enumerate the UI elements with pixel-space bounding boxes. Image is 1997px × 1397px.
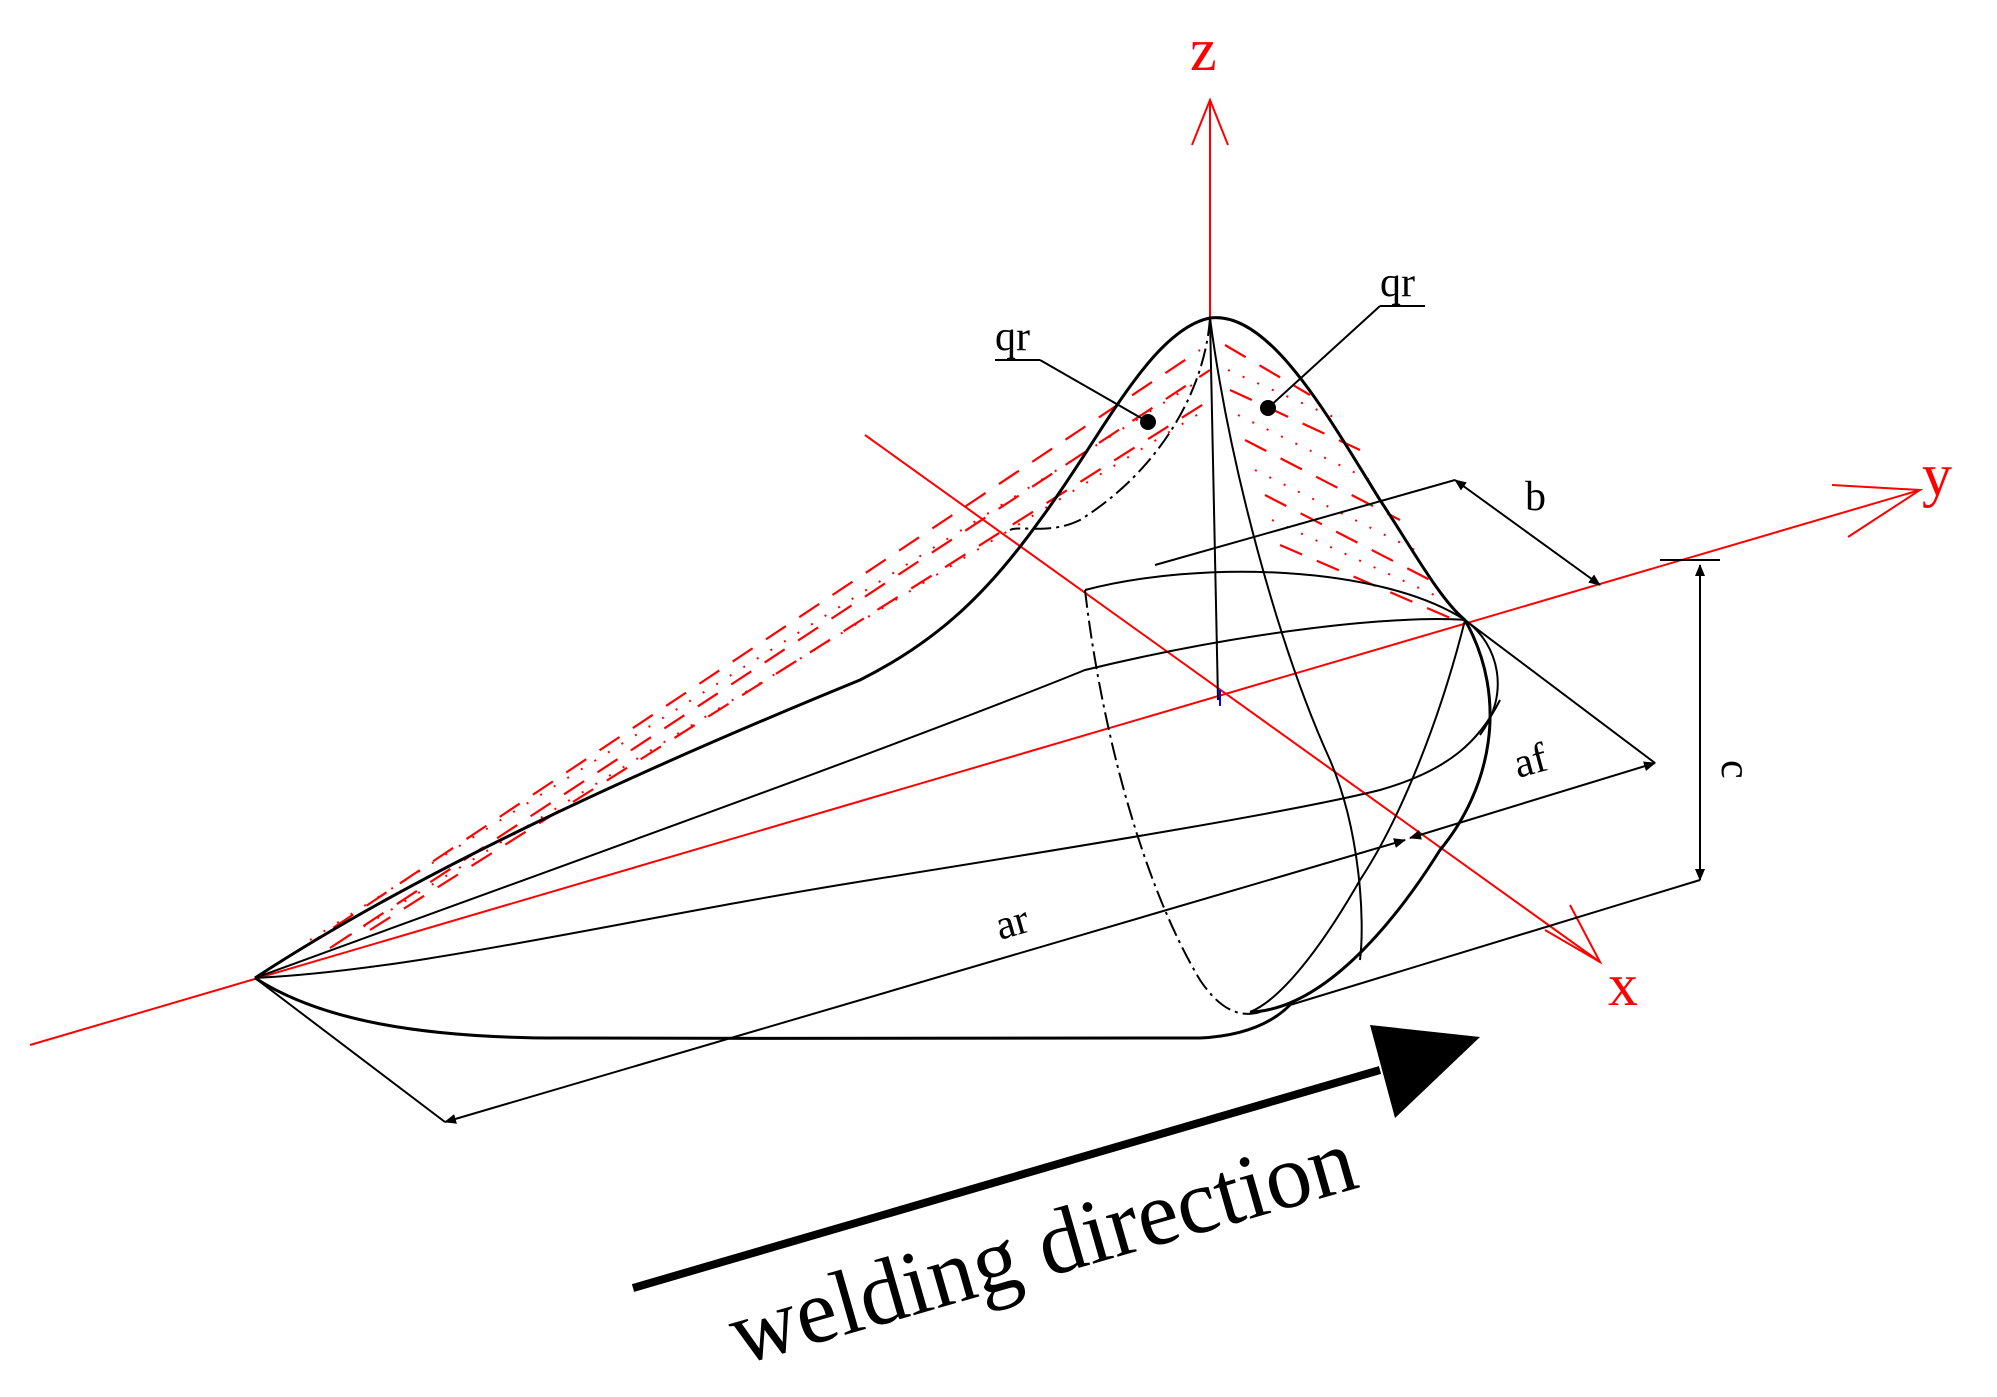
qr-leader-left bbox=[1039, 359, 1149, 423]
front-lobe-inner bbox=[1249, 619, 1466, 1013]
upper-ridge bbox=[254, 618, 1466, 979]
centre-vertical bbox=[1209, 317, 1219, 701]
af-label: af bbox=[1509, 735, 1552, 788]
hatched-region-right-qr bbox=[1224, 344, 1456, 622]
hatched-region-left-qr bbox=[299, 349, 1211, 951]
y-axis bbox=[29, 489, 1921, 1046]
ar-label: ar bbox=[990, 896, 1034, 949]
z-axis-label: z bbox=[1190, 17, 1217, 83]
peak-silhouette bbox=[254, 316, 1466, 980]
qr-dot-left bbox=[1140, 414, 1156, 430]
hidden-curve-left bbox=[1009, 317, 1211, 531]
mid-contour bbox=[254, 699, 1501, 979]
c-extension-bottom bbox=[1289, 879, 1701, 1006]
front-lobe bbox=[1249, 619, 1492, 1014]
top-ellipse-arc bbox=[1084, 570, 1499, 736]
ar-dimension-line bbox=[444, 838, 1406, 1124]
qr-annotations: qr qr bbox=[995, 260, 1425, 430]
welding-direction-arrow bbox=[631, 1066, 1382, 1292]
welding-direction-arrowhead bbox=[1370, 1025, 1480, 1118]
y-axis-arrowhead bbox=[1831, 484, 1924, 538]
welding-direction: welding direction bbox=[631, 1025, 1480, 1384]
x-axis-arrowhead bbox=[1544, 904, 1603, 965]
heat-source-outline bbox=[254, 316, 1501, 1041]
af-extension bbox=[1464, 619, 1656, 764]
b-dimension-line bbox=[1454, 479, 1601, 586]
qr-leader-right bbox=[1267, 305, 1381, 409]
b-label: b bbox=[1525, 474, 1546, 520]
x-axis bbox=[864, 434, 1601, 963]
welding-direction-caption: welding direction bbox=[717, 1108, 1366, 1384]
z-axis-arrowhead bbox=[1191, 97, 1229, 146]
qr-dot-right bbox=[1260, 400, 1276, 416]
b-extension bbox=[1154, 479, 1456, 566]
qr-label-left: qr bbox=[995, 314, 1030, 360]
hidden-cross-section bbox=[1084, 589, 1261, 1015]
dimensions: b c af ar bbox=[254, 474, 1758, 1124]
bottom-silhouette bbox=[254, 976, 1292, 1041]
x-axis-label: x bbox=[1608, 952, 1638, 1018]
ar-extension bbox=[254, 977, 446, 1123]
af-dimension-line bbox=[1409, 761, 1656, 840]
axes: z y x bbox=[29, 17, 1952, 1046]
y-axis-label: y bbox=[1922, 442, 1952, 508]
qr-label-right: qr bbox=[1380, 260, 1415, 306]
c-label: c bbox=[1712, 760, 1758, 779]
